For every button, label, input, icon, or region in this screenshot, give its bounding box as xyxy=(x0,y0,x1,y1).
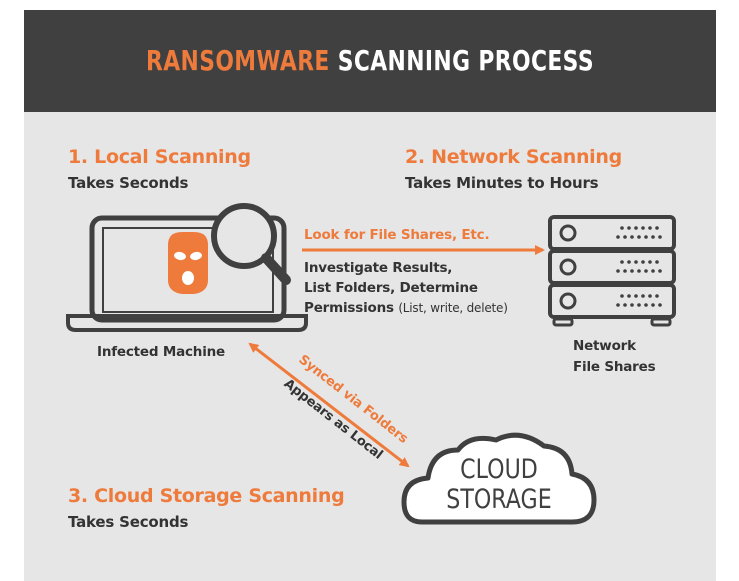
local-scanning-subtitle: Takes Seconds xyxy=(68,174,189,192)
cloud-text-line1: CLOUD xyxy=(460,454,538,485)
arrow-network-label: Look for File Shares, Etc. xyxy=(304,227,490,243)
network-scanning-subtitle: Takes Minutes to Hours xyxy=(405,174,599,192)
magnifier-icon xyxy=(211,203,291,285)
investigate-line3: Permissions (List, write, delete) xyxy=(304,300,508,316)
cloud-storage-text: CLOUD STORAGE xyxy=(421,455,577,515)
infected-machine-label: Infected Machine xyxy=(97,344,225,360)
title-rest: SCANNING PROCESS xyxy=(337,44,594,77)
cloud-text-line2: STORAGE xyxy=(446,484,552,515)
header-bar: RANSOMWARE SCANNING PROCESS xyxy=(24,10,716,112)
network-label-line2: File Shares xyxy=(573,359,656,375)
arrow-to-cloud xyxy=(248,342,410,468)
infographic-panel: RANSOMWARE SCANNING PROCESS 1. Local Sca… xyxy=(24,10,716,581)
investigate-line3-main: Permissions xyxy=(304,300,394,316)
network-scanning-title: 2. Network Scanning xyxy=(405,146,622,168)
laptop-icon xyxy=(66,215,308,332)
local-scanning-title: 1. Local Scanning xyxy=(68,146,251,168)
diagram-graphics xyxy=(66,203,676,525)
investigate-line2: List Folders, Determine xyxy=(304,280,478,296)
ransomware-mask-icon xyxy=(168,232,208,294)
title-accent: RANSOMWARE xyxy=(146,44,330,77)
cloud-scanning-subtitle: Takes Seconds xyxy=(68,513,189,531)
cloud-icon xyxy=(401,432,597,525)
investigate-line1: Investigate Results, xyxy=(304,260,453,276)
server-rack-icon xyxy=(548,215,676,327)
cloud-scanning-title: 3. Cloud Storage Scanning xyxy=(68,485,345,507)
network-label-line1: Network xyxy=(573,338,636,354)
page-title: RANSOMWARE SCANNING PROCESS xyxy=(100,44,640,77)
investigate-line3-small: (List, write, delete) xyxy=(398,301,508,315)
